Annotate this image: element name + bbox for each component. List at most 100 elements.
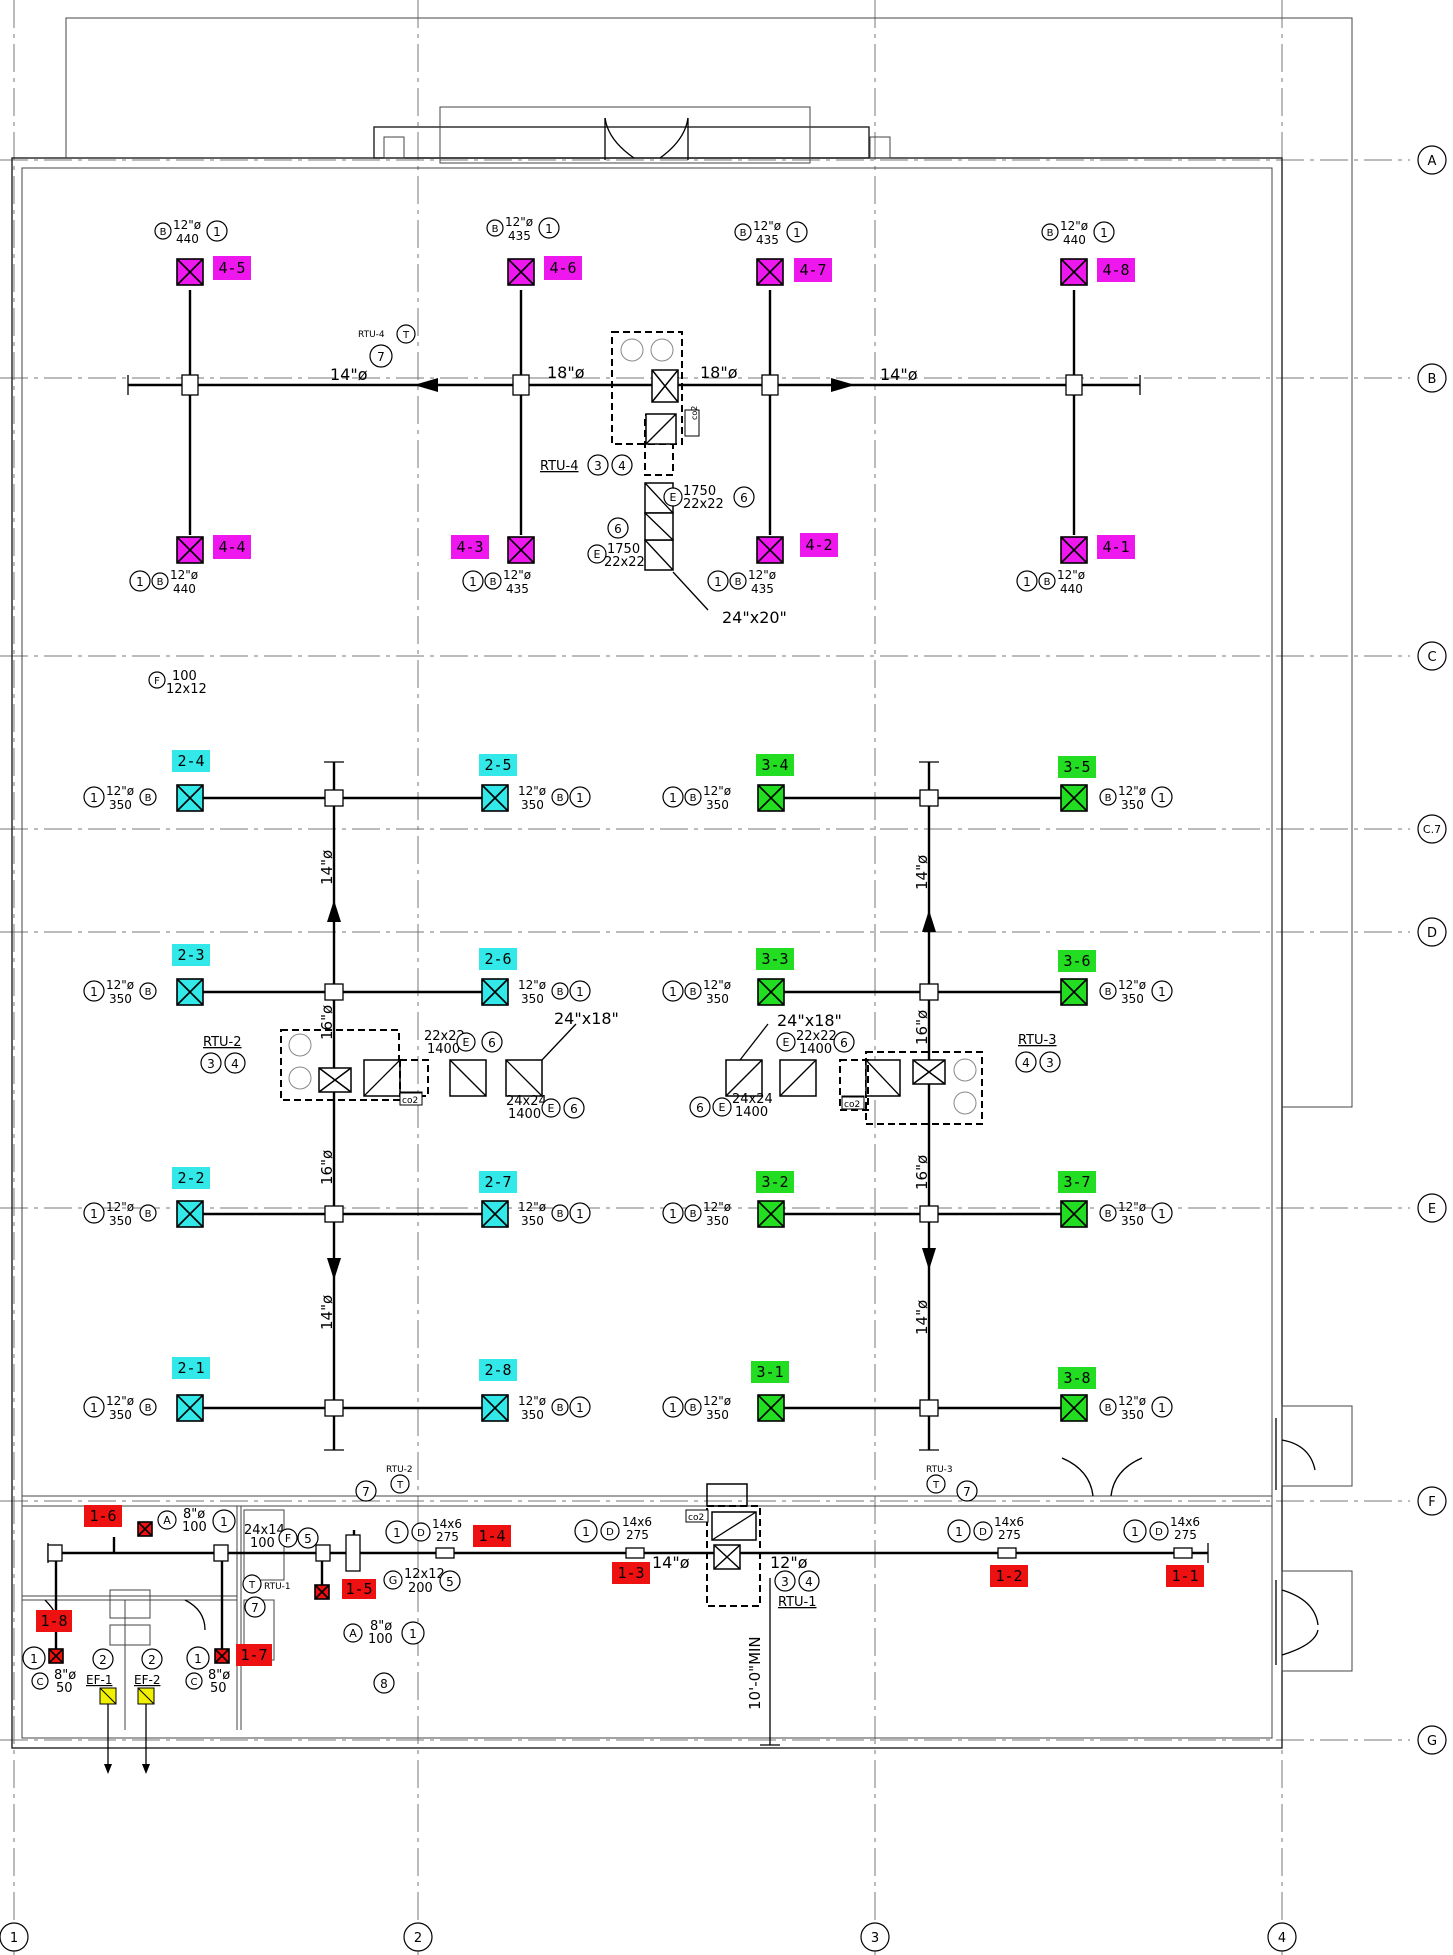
- svg-text:1: 1: [669, 1207, 677, 1221]
- diffuser-2-6: [481, 978, 509, 1006]
- svg-text:100: 100: [172, 669, 197, 684]
- svg-text:RTU-2: RTU-2: [203, 1035, 242, 1050]
- svg-text:B: B: [735, 577, 742, 588]
- svg-text:14x6: 14x6: [994, 1515, 1024, 1529]
- tag-3-7: 3-7: [1058, 1171, 1096, 1193]
- diffuser-2-3: [176, 978, 204, 1006]
- svg-text:22x22: 22x22: [683, 497, 724, 512]
- svg-text:2-7: 2-7: [484, 1173, 511, 1191]
- svg-text:1-8: 1-8: [40, 1612, 67, 1630]
- svg-text:4: 4: [1022, 1056, 1030, 1070]
- svg-text:12"ø: 12"ø: [505, 215, 533, 229]
- svg-text:440: 440: [176, 232, 199, 246]
- svg-text:2: 2: [148, 1653, 156, 1667]
- tag-3-1: 3-1: [751, 1361, 789, 1383]
- svg-text:12"ø: 12"ø: [518, 1394, 546, 1408]
- svg-text:350: 350: [109, 798, 132, 812]
- svg-text:12"ø: 12"ø: [1057, 568, 1085, 582]
- svg-text:RTU-3: RTU-3: [1018, 1033, 1057, 1048]
- diffuser-3-7: [1060, 1200, 1088, 1228]
- svg-text:24x14: 24x14: [244, 1523, 285, 1538]
- diffuser-4-1: [1060, 536, 1088, 564]
- svg-text:1: 1: [582, 1525, 590, 1539]
- svg-text:12"ø: 12"ø: [770, 1553, 808, 1572]
- svg-text:22x22: 22x22: [796, 1029, 837, 1044]
- svg-text:1-1: 1-1: [1171, 1567, 1198, 1585]
- svg-text:275: 275: [1174, 1528, 1197, 1542]
- tag-2-6: 2-6: [479, 948, 517, 970]
- svg-text:B: B: [145, 793, 152, 804]
- svg-text:B: B: [740, 228, 747, 239]
- svg-text:1: 1: [1158, 985, 1166, 999]
- svg-text:4: 4: [805, 1575, 813, 1589]
- svg-text:8: 8: [380, 1677, 388, 1691]
- diffuser-1-7: [214, 1648, 230, 1664]
- diffuser-4-7: [756, 258, 784, 286]
- svg-text:4-8: 4-8: [1102, 261, 1129, 279]
- diffuser-4-6: [507, 258, 535, 286]
- svg-text:1: 1: [1158, 791, 1166, 805]
- grid-bubble-row-c7: C.7: [1417, 814, 1447, 844]
- svg-text:3: 3: [1046, 1056, 1054, 1070]
- svg-text:350: 350: [706, 1214, 729, 1228]
- svg-text:1750: 1750: [683, 484, 716, 499]
- svg-text:1: 1: [793, 226, 801, 240]
- tag-4-4: 4-4: [213, 535, 251, 559]
- svg-text:T: T: [402, 330, 410, 341]
- svg-text:3-1: 3-1: [756, 1363, 783, 1381]
- svg-text:14x6: 14x6: [1170, 1515, 1200, 1529]
- svg-text:350: 350: [521, 1408, 544, 1422]
- svg-text:B: B: [557, 1403, 564, 1414]
- svg-text:14"ø: 14"ø: [330, 365, 368, 384]
- svg-text:22x22: 22x22: [424, 1029, 465, 1044]
- svg-text:14x6: 14x6: [622, 1515, 652, 1529]
- svg-text:12"ø: 12"ø: [106, 1394, 134, 1408]
- svg-text:14"ø: 14"ø: [318, 850, 336, 885]
- svg-text:350: 350: [109, 1408, 132, 1422]
- svg-text:B: B: [1105, 1403, 1112, 1414]
- svg-text:B: B: [145, 1209, 152, 1220]
- diffuser-4-5: [176, 258, 204, 286]
- svg-text:8"ø: 8"ø: [370, 1619, 392, 1634]
- svg-text:12"ø: 12"ø: [106, 978, 134, 992]
- svg-text:12"ø: 12"ø: [748, 568, 776, 582]
- svg-text:4-7: 4-7: [799, 261, 826, 279]
- svg-text:4-5: 4-5: [218, 259, 245, 277]
- grid-bubble-row-c: C: [1417, 641, 1447, 671]
- tag-1-2: 1-2: [990, 1565, 1028, 1587]
- svg-text:3: 3: [781, 1575, 789, 1589]
- svg-text:5: 5: [304, 1532, 312, 1546]
- svg-text:1: 1: [136, 575, 144, 589]
- svg-text:D: D: [606, 1527, 614, 1538]
- svg-text:B: B: [492, 224, 499, 235]
- svg-text:G: G: [389, 1574, 398, 1587]
- svg-text:1: 1: [669, 791, 677, 805]
- svg-text:5: 5: [446, 1575, 454, 1589]
- svg-text:B: B: [1105, 1209, 1112, 1220]
- svg-text:RTU-1: RTU-1: [264, 1582, 291, 1592]
- co2-sensor-labels: co2 co2 co2 co2: [399, 406, 865, 1523]
- svg-text:F: F: [154, 676, 160, 687]
- svg-text:B: B: [690, 793, 697, 804]
- diffuser-4-8: [1060, 258, 1088, 286]
- svg-text:C.7: C.7: [1423, 823, 1441, 836]
- rtu3-thermostat-label: RTU-3 T 7: [926, 1465, 978, 1502]
- svg-text:100: 100: [250, 1536, 275, 1551]
- diffuser-4-4: [176, 536, 204, 564]
- tag-4-3: 4-3: [451, 535, 489, 559]
- svg-text:B: B: [145, 987, 152, 998]
- svg-text:B: B: [690, 1209, 697, 1220]
- svg-text:7: 7: [251, 1601, 259, 1615]
- svg-text:350: 350: [706, 992, 729, 1006]
- grid-bubble-row-a: A: [1417, 145, 1447, 175]
- svg-text:3: 3: [871, 1931, 879, 1946]
- svg-text:350: 350: [109, 992, 132, 1006]
- diffuser-1-5: [314, 1584, 330, 1600]
- svg-text:1: 1: [669, 985, 677, 999]
- svg-text:1-3: 1-3: [617, 1564, 644, 1582]
